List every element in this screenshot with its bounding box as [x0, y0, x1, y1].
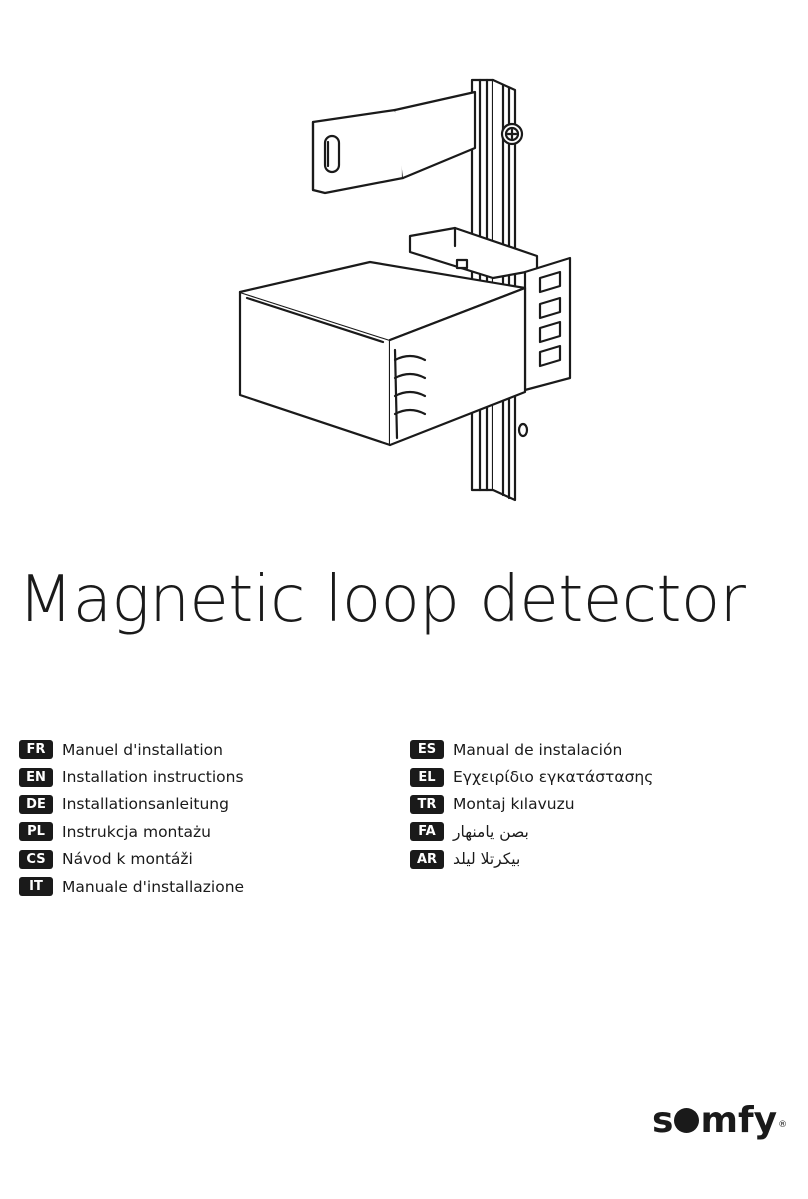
- language-label: Installationsanleitung: [62, 795, 229, 814]
- language-label: بيكرتلا ليلد: [453, 850, 521, 869]
- language-code-badge: FR: [19, 740, 53, 760]
- language-code-badge: EN: [19, 767, 53, 787]
- terminal-block: [523, 256, 572, 392]
- wall-bracket: [311, 90, 477, 195]
- logo-text-start: s: [652, 1099, 674, 1141]
- language-item-fa: FA بصن یامنهار: [410, 818, 653, 845]
- somfy-logo: s mfy ®: [652, 1099, 792, 1141]
- language-item-tr: TR Montaj kılavuzu: [410, 791, 653, 818]
- language-label: بصن یامنهار: [453, 822, 529, 841]
- language-label: Instrukcja montażu: [62, 822, 211, 841]
- language-item-fr: FR Manuel d'installation: [19, 736, 244, 763]
- product-illustration: [238, 78, 572, 502]
- language-label: Installation instructions: [62, 768, 244, 787]
- document-title: Magnetic loop detector: [18, 563, 746, 637]
- language-item-cs: CS Návod k montáži: [19, 846, 244, 873]
- language-item-el: EL Εγχειρίδιο εγκατάστασης: [410, 763, 653, 790]
- language-code-badge: IT: [19, 877, 53, 897]
- language-item-de: DE Installationsanleitung: [19, 791, 244, 818]
- language-code-badge: ES: [410, 740, 444, 760]
- language-code-badge: FA: [410, 822, 444, 842]
- language-code-badge: EL: [410, 767, 444, 787]
- language-item-ar: AR بيكرتلا ليلد: [410, 846, 653, 873]
- language-label: Manuel d'installation: [62, 740, 223, 759]
- language-label: Manual de instalación: [453, 740, 623, 759]
- language-code-badge: PL: [19, 822, 53, 842]
- language-item-it: IT Manuale d'installazione: [19, 873, 244, 900]
- rail-hole: [517, 422, 529, 438]
- language-code-badge: TR: [410, 794, 444, 814]
- language-code-badge: DE: [19, 794, 53, 814]
- screw: [500, 122, 524, 146]
- language-item-en: EN Installation instructions: [19, 763, 244, 790]
- rail-clip: [408, 226, 539, 280]
- detector-housing: [238, 260, 527, 447]
- logo-text-end: mfy: [700, 1099, 778, 1141]
- language-label: Εγχειρίδιο εγκατάστασης: [453, 768, 654, 787]
- language-label: Montaj kılavuzu: [453, 795, 575, 814]
- language-code-badge: CS: [19, 849, 53, 869]
- language-label: Návod k montáži: [62, 850, 193, 869]
- language-code-badge: AR: [410, 849, 444, 869]
- language-item-pl: PL Instrukcja montażu: [19, 818, 244, 845]
- logo-dot-icon: [674, 1107, 700, 1133]
- registered-mark: ®: [778, 1120, 788, 1130]
- language-label: Manuale d'installazione: [62, 877, 245, 896]
- language-item-es: ES Manual de instalación: [410, 736, 653, 763]
